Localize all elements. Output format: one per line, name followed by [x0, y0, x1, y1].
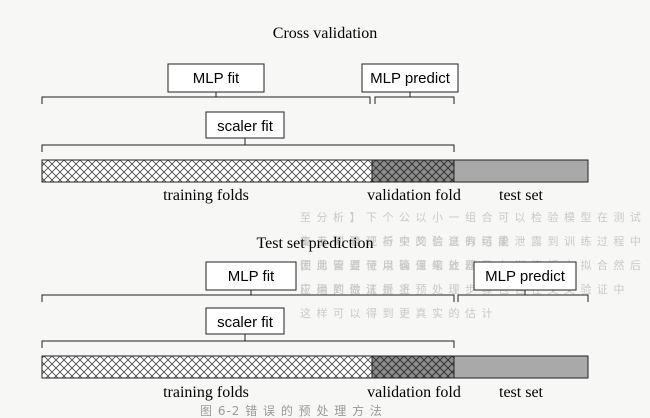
mlp-fit-label: MLP fit	[228, 268, 275, 285]
scaler-bracket	[41, 144, 455, 152]
training-folds-label: training folds	[163, 384, 249, 401]
test-set-bar	[453, 159, 589, 183]
training-bracket	[41, 96, 371, 104]
validation-fold-label: validation fold	[367, 384, 461, 401]
validation-fold-bar	[371, 159, 455, 183]
mlp-predict-label: MLP predict	[370, 70, 451, 87]
validation-fold-bar	[371, 355, 455, 379]
training-folds-label: training folds	[163, 187, 249, 204]
section-title: Cross validation	[273, 25, 377, 42]
test-set-label: test set	[499, 187, 544, 204]
training-bracket	[41, 294, 455, 302]
scaler-fit-box	[205, 111, 285, 139]
mlp-fit-box	[205, 261, 297, 291]
scaler-fit-label: scaler fit	[217, 118, 274, 135]
training-folds-bar	[41, 159, 373, 183]
section-title: Test set prediction	[256, 235, 373, 252]
test-set-bar	[453, 355, 589, 379]
mlp-predict-box	[473, 261, 577, 291]
validation-fold-label: validation fold	[367, 187, 461, 204]
mlp-predict-box	[361, 63, 459, 93]
mlp-predict-label: MLP predict	[485, 268, 566, 285]
mlp-fit-box	[167, 63, 265, 93]
training-folds-bar	[41, 355, 373, 379]
section-test-set-prediction: Test set prediction MLP fit MLP predict …	[41, 235, 589, 401]
scaler-fit-label: scaler fit	[217, 314, 274, 331]
mlp-fit-label: MLP fit	[193, 70, 240, 87]
scaler-bracket	[41, 340, 455, 348]
validation-bracket	[374, 96, 455, 104]
section-cross-validation: Cross validation MLP fit MLP predict sca…	[41, 25, 589, 204]
test-set-label: test set	[499, 384, 544, 401]
test-bracket	[457, 294, 589, 302]
